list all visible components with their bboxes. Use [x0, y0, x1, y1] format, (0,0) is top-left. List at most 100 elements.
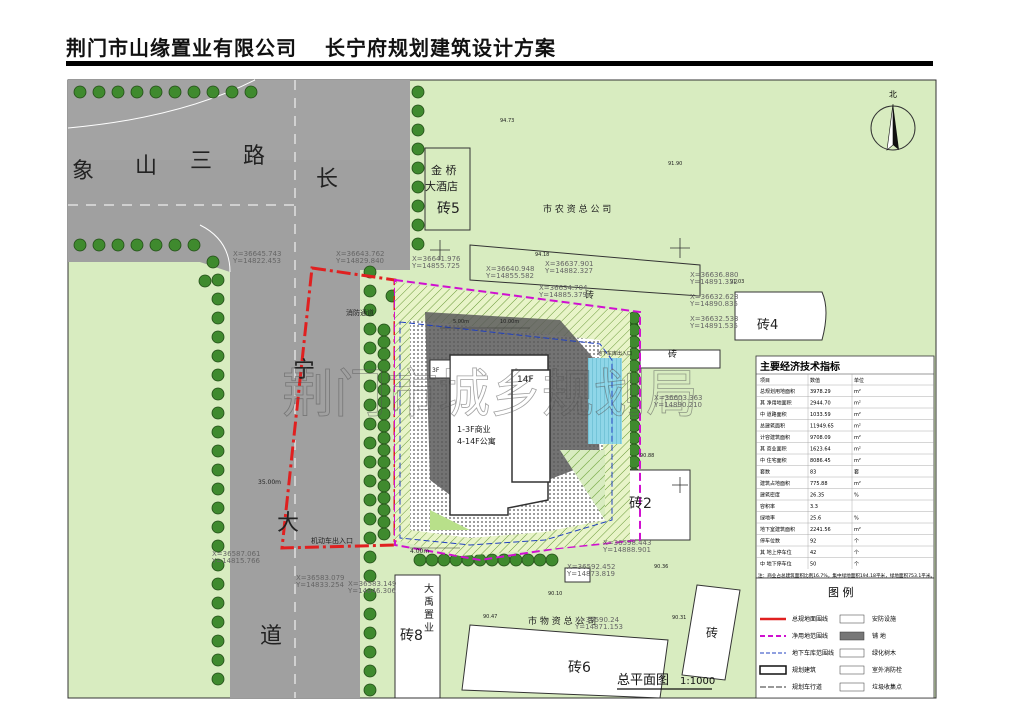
elevation-label: 90.88	[640, 453, 654, 459]
building-label: 金 桥	[431, 163, 457, 177]
table-cell: 92	[810, 539, 816, 545]
table-cell: 26.35	[810, 493, 824, 499]
tree-icon	[211, 273, 225, 287]
tree-icon	[211, 330, 225, 344]
table-cell: 建筑占地面积	[760, 480, 790, 487]
tree-icon	[130, 238, 144, 252]
tower-14f	[511, 369, 551, 483]
tree-icon	[211, 653, 225, 667]
table-cell: 50	[810, 562, 816, 568]
tree-icon	[149, 85, 163, 99]
table-cell: 个	[854, 539, 859, 545]
tree-icon	[377, 527, 391, 541]
building-label: 市 农 资 总 公 司	[543, 203, 611, 215]
tree-icon	[363, 474, 377, 488]
tree-icon	[363, 322, 377, 336]
coordinate-x: X=36583.149	[348, 580, 397, 588]
tree-icon	[411, 104, 425, 118]
tree-icon	[411, 218, 425, 232]
tree-icon	[92, 85, 106, 99]
building-label: 4-14F公寓	[457, 436, 496, 446]
tree-icon	[377, 491, 391, 505]
legend-label: 净用地范围线	[792, 632, 828, 640]
tree-icon	[545, 553, 559, 567]
building-label: 大	[424, 582, 434, 595]
tree-icon	[168, 238, 182, 252]
table-cell: 个	[854, 550, 859, 556]
tree-icon	[198, 274, 212, 288]
tree-icon	[187, 85, 201, 99]
coordinate-y: Y=14871.153	[574, 623, 623, 631]
table-header: 项目	[760, 378, 770, 384]
table-cell: 其 净用地面积	[760, 400, 792, 407]
table-header: 单位	[854, 377, 864, 384]
coordinate-x: X=36592.452	[567, 563, 616, 571]
tree-icon	[363, 569, 377, 583]
garage-boundary	[399, 321, 613, 546]
road-xiangshan: 象 山 三 路	[72, 144, 265, 184]
tree-icon	[363, 683, 377, 697]
tree-icon	[211, 577, 225, 591]
tree-icon	[411, 237, 425, 251]
tree-icon	[111, 238, 125, 252]
road-char: 象	[72, 159, 94, 184]
tree-icon	[425, 553, 439, 567]
coordinate-y: Y=14855.725	[411, 262, 460, 270]
table-cell: 8086.45	[810, 458, 831, 464]
tree-icon	[206, 255, 220, 269]
table-cell: 中 住宅面积	[760, 457, 787, 464]
tree-icon	[211, 634, 225, 648]
tree-icon	[377, 443, 391, 457]
road-changning: 长 宁 大 道	[260, 167, 338, 649]
tree-icon	[363, 341, 377, 355]
table-cell: 3978.29	[810, 389, 831, 395]
jinqiao-hotel	[424, 147, 471, 231]
road-char: 路	[243, 144, 265, 169]
tree-icon	[149, 238, 163, 252]
coordinate-y: Y=14891.332	[689, 278, 738, 286]
table-cell: 1623.64	[810, 447, 831, 453]
table-cell: 总规划用地面积	[760, 388, 795, 395]
table-cell: m²	[854, 481, 861, 487]
tree-icon	[363, 455, 377, 469]
tree-icon	[206, 85, 220, 99]
site-label: 地下车库出入口	[597, 350, 632, 357]
tree-icon	[211, 501, 225, 515]
legend-label: 垃圾收集点	[872, 683, 902, 691]
table-cell: m²	[854, 401, 861, 407]
coordinate-y: Y=14890.210	[653, 401, 702, 409]
tree-icon	[363, 303, 377, 317]
table-cell: 套数	[760, 469, 770, 476]
tree-icon	[363, 398, 377, 412]
elevation-label: 90.47	[483, 614, 497, 620]
legend-label: 铺 地	[872, 632, 886, 640]
table-cell: 套	[854, 469, 859, 476]
site-label: 消防通道	[346, 308, 374, 317]
table-cell: 2241.56	[810, 527, 831, 533]
coordinate-y: Y=14888.901	[602, 546, 651, 554]
tree-icon	[211, 368, 225, 382]
legend-label: 总规地面围线	[792, 615, 828, 623]
basement-ramp	[588, 358, 622, 444]
tree-icon	[211, 387, 225, 401]
watermark: 荆门市城乡规划局	[282, 365, 698, 425]
table-cell: 83	[810, 470, 816, 476]
elevation-label: 90.31	[672, 615, 686, 621]
building-label: 3F	[432, 367, 440, 374]
coordinate-x: X=36583.079	[296, 574, 345, 582]
tree-icon	[225, 85, 239, 99]
tree-icon	[363, 512, 377, 526]
tree-icon	[377, 323, 391, 337]
tree-icon	[211, 482, 225, 496]
tree-icon	[377, 431, 391, 445]
building-label: 1-3F商业	[457, 424, 491, 434]
coordinate-x: X=36636.880	[690, 271, 739, 279]
coordinate-x: X=36645.743	[233, 250, 282, 258]
building-label: 砖	[706, 625, 718, 640]
road-char: 山	[135, 154, 157, 179]
table-cell: 3.3	[810, 504, 818, 510]
coordinate-labels: X=36645.743Y=14822.453X=36643.762Y=14829…	[211, 250, 739, 631]
tree-icon	[211, 406, 225, 420]
table-cell: 其 商业面积	[760, 446, 787, 453]
